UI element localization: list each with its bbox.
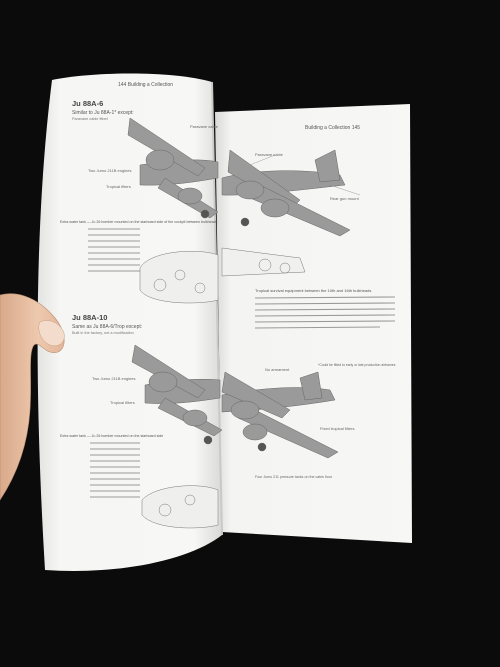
callout-right-1: Paravane cable: [255, 152, 284, 157]
left-running-header: 144 Building a Collection: [118, 82, 173, 88]
right-running-header: Building a Collection 145: [305, 125, 360, 131]
left-page: 144 Building a Collection Ju 88A-6 Simil…: [37, 73, 223, 571]
aircraft-illustration-left-top: [127, 117, 219, 219]
thumbnail: [38, 320, 65, 347]
left-paragraph-2-lines: [90, 442, 140, 498]
callout-filters-2: Tropical filters: [110, 400, 135, 405]
aircraft-illustration-right-bottom: [221, 371, 339, 459]
callout-engines: Two Jumo 211B engines: [88, 168, 132, 173]
left-paragraph-2: Extra water tank — Ju 26 bomber mounted …: [60, 434, 163, 438]
callout-right-4: Fixed tropical filters: [320, 426, 354, 431]
right-bottom-note: Four Jumo 211 pressure tanks on the cabi…: [255, 475, 333, 479]
callout-right-2: Rear gun mount: [330, 196, 360, 201]
callout-right-3: No armament: [265, 367, 290, 372]
right-page: Building a Collection 145 Paravane cable…: [215, 104, 412, 543]
right-side-note: *Could be fitted to early or late produc…: [318, 363, 396, 367]
section1-subtitle: Similar to Ju 88A-1* except:: [72, 110, 134, 116]
fuselage-cutaway-left-2: [141, 485, 219, 529]
right-paragraph-lines: [254, 296, 396, 329]
section1-title: Ju 88A-6: [72, 99, 103, 108]
left-paragraph-1: Extra water tank — Ju 26 bomber mounted …: [60, 220, 218, 224]
section2-note: Built in the factory, not a modification: [72, 331, 134, 335]
right-paragraph: Tropical survival equipment between the …: [255, 288, 371, 293]
fuselage-cutaway-left: [139, 251, 219, 304]
callout-filters: Tropical filters: [106, 184, 131, 189]
aircraft-illustration-right-top: [221, 149, 351, 237]
callout-engines-2: Two Jumo 211B engines: [92, 376, 136, 381]
section2-subtitle: Same as Ju 88A-6/Trop except:: [72, 324, 142, 330]
section1-note: Paravane cable fitted: [72, 117, 108, 121]
fuselage-cutaway-right: [221, 247, 306, 277]
left-paragraph-1-lines: [88, 228, 140, 272]
section2-title: Ju 88A-10: [72, 313, 107, 322]
aircraft-illustration-left-bottom: [131, 344, 223, 445]
callout-paravane: Paravane cable: [190, 124, 219, 129]
hand: [0, 293, 65, 501]
